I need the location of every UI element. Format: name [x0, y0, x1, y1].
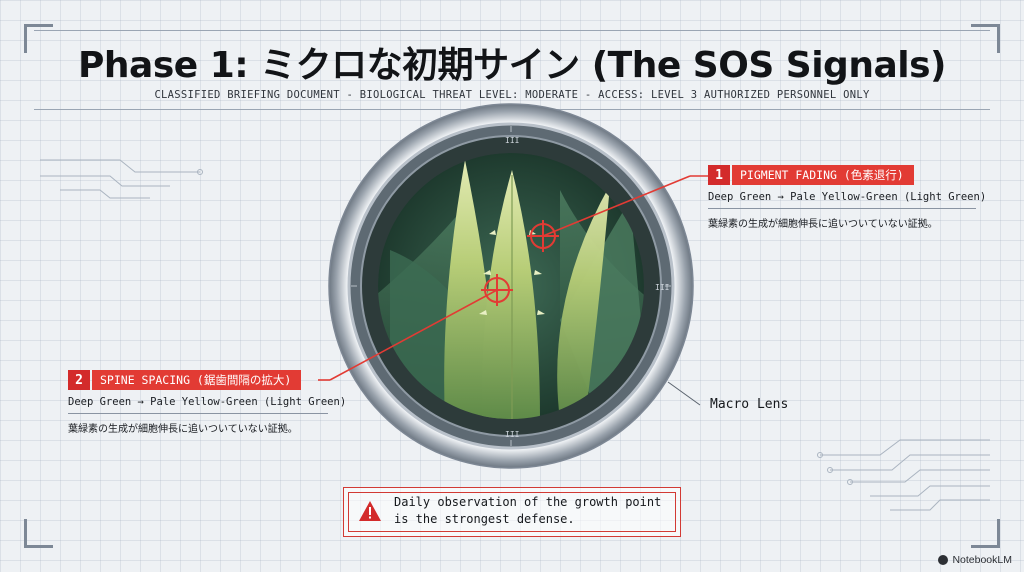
callout-leader-2 [318, 289, 498, 381]
callout-explanation: 葉緑素の生成が細胞伸長に追いついていない証拠。 [708, 219, 938, 230]
brand-name: NotebookLM [952, 554, 1012, 566]
circuit-traces-left [40, 159, 203, 199]
lens-ring-ticks [351, 126, 671, 446]
corner-bracket-bottom-left [24, 519, 53, 548]
callout-spine-spacing: 2 SPINE SPACING (鋸歯間隔の拡大) Deep Green → P… [68, 370, 346, 435]
callout-leader-1 [542, 175, 708, 237]
center-leaf [481, 170, 540, 419]
notebooklm-logo-icon [938, 555, 949, 565]
warning-text: Daily observation of the growth point is… [394, 494, 661, 528]
lens-ring-mark-right: III [655, 283, 670, 292]
corner-bracket-top-left [24, 24, 53, 53]
lens-ring-mark-top: III [505, 136, 520, 145]
macro-lens-leader [667, 381, 701, 406]
warning-box: Daily observation of the growth point is… [343, 487, 681, 537]
callout-number: 2 [68, 370, 90, 390]
warning-line-2: is the strongest defense. [394, 512, 575, 526]
callout-label: SPINE SPACING (鋸歯間隔の拡大) [92, 370, 302, 390]
page-title: Phase 1: ミクロな初期サイン (The SOS Signals) [78, 45, 946, 86]
page-subtitle: CLASSIFIED BRIEFING DOCUMENT - BIOLOGICA… [154, 89, 870, 101]
brand-watermark: NotebookLM [938, 554, 1012, 566]
callout-color-change: Deep Green → Pale Yellow-Green (Light Gr… [708, 185, 986, 209]
warning-triangle-icon [359, 501, 381, 521]
corner-bracket-top-right [971, 24, 1000, 53]
lens-ring-mark-bottom: III [505, 430, 520, 439]
callout-color-change: Deep Green → Pale Yellow-Green (Light Gr… [68, 390, 346, 414]
warning-line-1: Daily observation of the growth point [394, 495, 662, 509]
callout-pigment-fading: 1 PIGMENT FADING (色素退行) Deep Green → Pal… [708, 165, 986, 230]
circuit-traces-right [817, 439, 990, 511]
outer-leaf-right [557, 185, 610, 419]
callout-number: 1 [708, 165, 730, 185]
callout-label: PIGMENT FADING (色素退行) [732, 165, 914, 185]
corner-bracket-bottom-right [971, 519, 1000, 548]
callout-explanation: 葉緑素の生成が細胞伸長に追いついていない証拠。 [68, 424, 298, 435]
macro-lens-label: Macro Lens [710, 397, 789, 412]
